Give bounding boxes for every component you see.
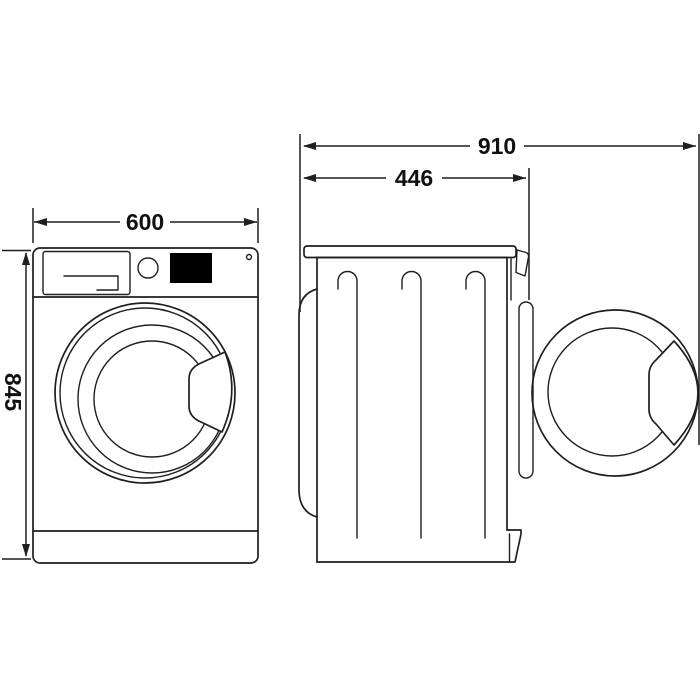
door-outer-ring <box>54 302 236 484</box>
dimension-value-600: 600 <box>126 209 164 235</box>
side-panel-groove-1 <box>337 270 358 539</box>
door-hinge-bracket <box>515 249 530 277</box>
dimension-value-845: 845 <box>0 373 26 412</box>
side-view <box>298 245 699 563</box>
open-door-edge-strip <box>518 301 534 479</box>
dimension-front-width: 600 <box>32 208 259 243</box>
arrow-left-icon <box>34 218 47 226</box>
program-knob <box>137 257 159 279</box>
top-lid <box>303 245 517 259</box>
front-view <box>32 247 259 564</box>
arrow-up-icon <box>22 252 30 265</box>
arrow-right-icon <box>244 218 257 226</box>
arrow-down-icon <box>22 544 30 557</box>
side-body-bottom-edge <box>316 529 522 563</box>
detergent-drawer-handle <box>63 275 119 291</box>
door-handle-pocket <box>188 351 233 433</box>
display-screen <box>170 253 212 283</box>
front-cabinet-body <box>32 247 259 564</box>
detergent-drawer <box>42 250 131 296</box>
dimension-cabinet-depth: 446 <box>303 165 530 300</box>
arrow-left-icon <box>303 142 316 150</box>
dimension-value-910: 910 <box>478 133 516 159</box>
front-door <box>54 302 236 484</box>
arrow-right-icon <box>513 174 526 182</box>
side-panel-groove-3 <box>465 270 486 539</box>
power-button-dot <box>245 253 253 261</box>
open-door <box>531 309 699 477</box>
dimension-total-depth: 910 <box>299 133 700 445</box>
open-door-handle-pocket <box>648 340 699 446</box>
dimension-front-height: 845 <box>0 249 31 560</box>
side-panel-groove-2 <box>401 270 422 539</box>
arrow-left-icon <box>303 174 316 182</box>
arrow-right-icon <box>683 142 696 150</box>
rear-bulge <box>298 288 318 518</box>
dimension-value-446: 446 <box>395 165 433 191</box>
